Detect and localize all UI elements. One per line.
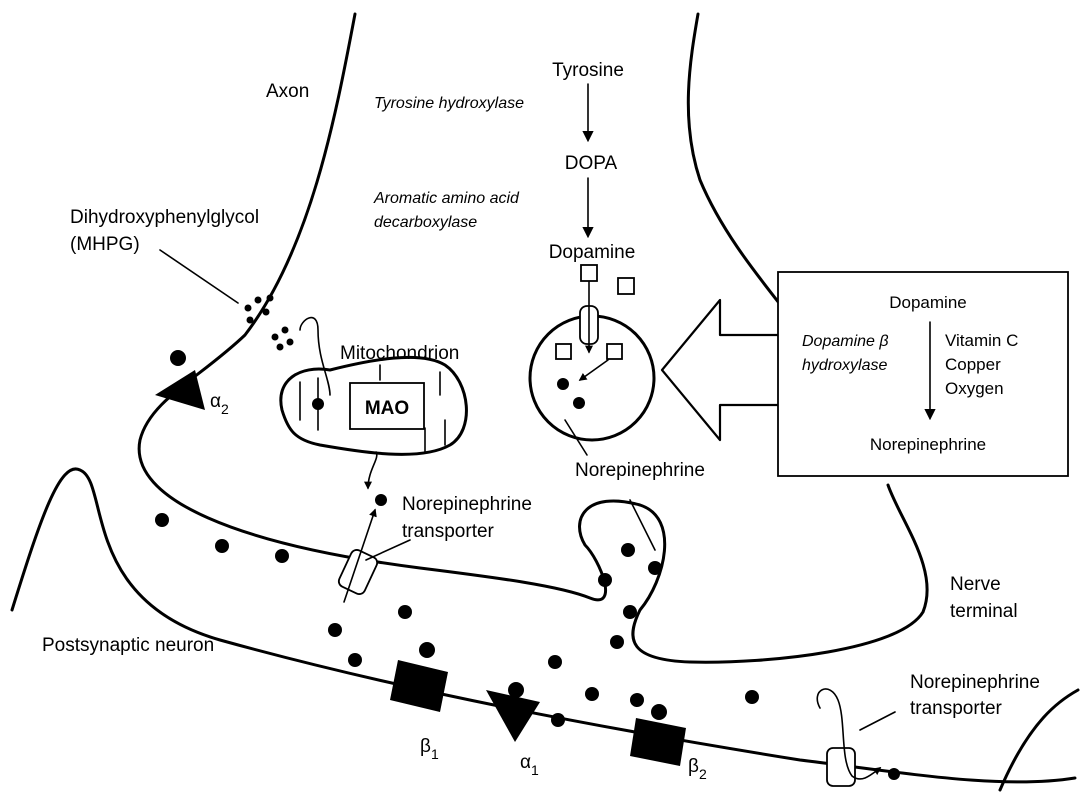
- mitochondrion: MAO: [281, 357, 467, 454]
- beta2-receptor: [630, 704, 686, 766]
- beta1-label: β1: [420, 736, 439, 762]
- mhpg-leader-line: [160, 250, 238, 303]
- aadc-label-line2: decarboxylase: [374, 214, 477, 231]
- presynaptic-norepinephrine-transporter: [337, 494, 387, 602]
- beta2-label: β2: [688, 756, 707, 782]
- mitochondrion-label: Mitochondrion: [340, 343, 459, 364]
- axon-label: Axon: [266, 81, 309, 102]
- mhpg-label-line1: Dihydroxyphenylglycol: [70, 207, 259, 228]
- inset-cofactor-vitamin-c: Vitamin C: [945, 331, 1018, 350]
- inset-enzyme-line1: Dopamine β: [802, 333, 889, 350]
- inset-cofactor-copper: Copper: [945, 355, 1001, 374]
- dopamine-square: [581, 265, 597, 281]
- vesicle: [530, 282, 654, 440]
- net-bottom-label-line2: transporter: [910, 698, 1003, 719]
- net-top-label-line2: transporter: [402, 521, 495, 542]
- postsynaptic-membrane-tail: [1000, 690, 1078, 790]
- mao-label: MAO: [365, 398, 409, 419]
- alpha2-receptor: [155, 350, 205, 410]
- mitochondrion-norepinephrine-dot: [312, 398, 324, 410]
- inset-dopamine: Dopamine: [889, 293, 967, 312]
- net-bottom-label-line1: Norepinephrine: [910, 672, 1040, 693]
- bottom-transporter-leader-line: [860, 712, 895, 730]
- alpha1-label: α1: [520, 752, 539, 778]
- vesicle-norepinephrine-label: Norepinephrine: [575, 460, 705, 481]
- alpha1-receptor: [486, 682, 540, 742]
- inset-norepinephrine: Norepinephrine: [870, 435, 986, 454]
- postsynaptic-membrane: [12, 469, 1075, 782]
- nerve-terminal-label-line2: terminal: [950, 601, 1018, 622]
- net-top-label-line1: Norepinephrine: [402, 494, 532, 515]
- beta1-receptor: [390, 642, 448, 712]
- aadc-label-line1: Aromatic amino acid: [373, 190, 520, 207]
- mhpg-label-line2: (MHPG): [70, 234, 140, 255]
- inset-cofactor-oxygen: Oxygen: [945, 379, 1004, 398]
- postsynaptic-neuron-label: Postsynaptic neuron: [42, 635, 214, 656]
- mhpg-dots: [245, 295, 294, 351]
- dopamine-square: [618, 278, 634, 294]
- inset-arrow: [662, 300, 780, 440]
- dopamine-label: Dopamine: [549, 242, 636, 263]
- inset-enzyme-line2: hydroxylase: [802, 357, 887, 374]
- nerve-terminal-label-line1: Nerve: [950, 574, 1001, 595]
- synaptic-norepinephrine-dots: [155, 513, 759, 727]
- tyrosine-hydroxylase-label: Tyrosine hydroxylase: [374, 95, 524, 112]
- alpha2-label: α2: [210, 391, 229, 417]
- dopa-label: DOPA: [565, 153, 618, 174]
- vesicle-leader-line: [565, 420, 587, 455]
- tyrosine-label: Tyrosine: [552, 60, 624, 81]
- top-transporter-leader-line: [366, 540, 410, 560]
